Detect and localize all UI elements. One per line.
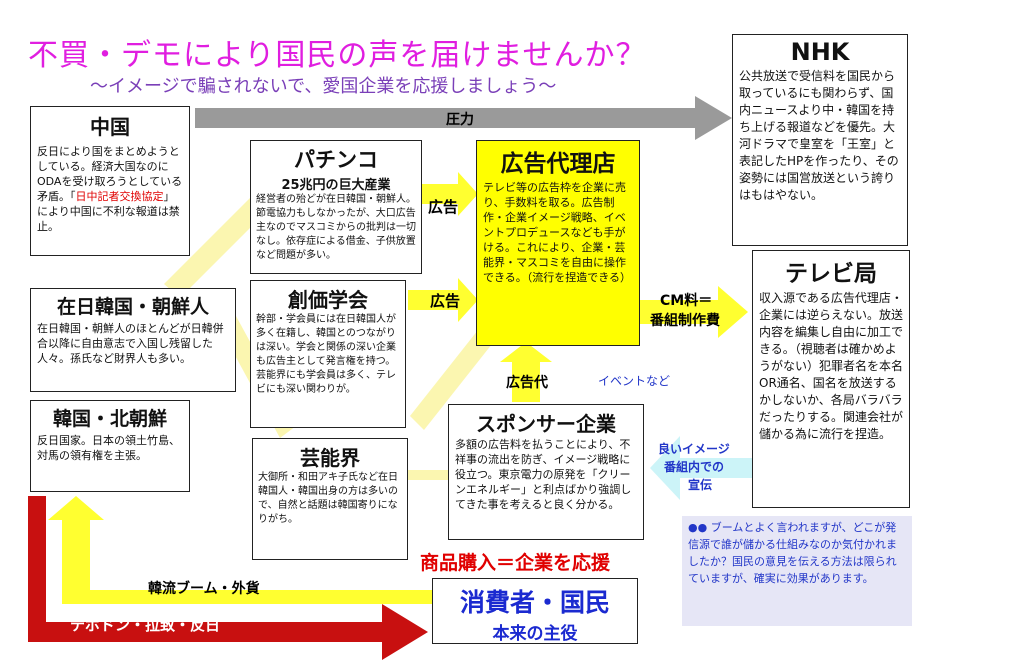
node-title: 創価学会 <box>288 288 368 312</box>
node-body: 多額の広告料を払うことにより、不祥事の流出を防ぎ、イメージ戦略に役立つ。東京電力… <box>455 438 632 511</box>
node-body: 反日国家。日本の領土竹島、対馬の領有権を主張。 <box>37 434 180 462</box>
pressure-arrow <box>195 96 732 140</box>
label-ad-top: 広告 <box>428 198 459 216</box>
label-good-image-2: 番組内での <box>664 460 725 474</box>
node-body: 反日により国をまとめようとしている。経済大国なのにODAを受け取ろうとしている矛… <box>37 144 183 234</box>
ad-arrow-top <box>422 172 478 216</box>
node-body: 公共放送で受信料を国民から取っているにも関わらず、国内ニュースより中・韓国を持ち… <box>739 69 899 202</box>
node-sponsor: スポンサー企業 多額の広告料を払うことにより、不祥事の流出を防ぎ、イメージ戦略に… <box>448 404 644 540</box>
node-title: 広告代理店 <box>500 151 616 177</box>
label-cm-fee-2: 番組制作費 <box>650 313 720 329</box>
node-title: パチンコ <box>294 148 378 172</box>
yellow-band-geinou-sponsor <box>400 470 450 480</box>
china-body-1: 反日により国をまとめようとしている。経済大国なのにODAを受け取ろうとしている矛… <box>37 145 183 203</box>
node-body: 在日韓国・朝鮮人のほとんどが日韓併合以降に自由意志で入国し残留した人々。孫氏など… <box>37 322 224 365</box>
note-bullets: ●● <box>688 521 708 534</box>
label-taepodong: テポドン・拉致・反日 <box>70 616 221 634</box>
label-buy-b: ＝ <box>496 552 516 574</box>
node-title: 在日韓国・朝鮮人 <box>56 296 209 318</box>
label-buy-c: 企業を応援 <box>515 552 611 574</box>
taepodong-arrow <box>28 496 428 660</box>
label-good-image-1: 良いイメージ <box>658 442 730 456</box>
node-body: 大御所・和田アキ子氏など在日韓国人・韓国出身の方は多いので、自然と話題は韓国寄り… <box>258 472 398 525</box>
node-body: 幹部・学会員には在日韓国人が多く在籍し、韓国とのつながりは深い。学会と関係の深い… <box>256 314 396 395</box>
node-consumer: 消費者・国民 本来の主役 <box>432 578 638 644</box>
node-title: 消費者・国民 <box>459 588 610 617</box>
node-body: 収入源である広告代理店・企業には逆らえない。放送内容を編集し自由に加工できる。（… <box>759 291 904 441</box>
node-zainichi: 在日韓国・朝鮮人 在日韓国・朝鮮人のほとんどが日韓併合以降に自由意志で入国し残留… <box>30 288 236 392</box>
node-body: テレビ等の広告枠を企業に売り、手数料を取る。広告制作・企業イメージ戦略、イベント… <box>483 181 632 284</box>
hanryu-arrow <box>48 496 432 604</box>
label-ad-fee: 広告代 <box>506 375 548 391</box>
yellow-band-sponsor-agency <box>410 330 492 430</box>
page-subtitle: ～イメージで騙されないで、愛国企業を応援しましょう～ <box>90 76 557 97</box>
label-ad-middle: 広告 <box>430 292 461 310</box>
ad-fee-arrow <box>500 342 552 402</box>
node-title: テレビ局 <box>785 261 877 287</box>
node-pachinko: パチンコ 25兆円の巨大産業 経営者の殆どが在日韓国・朝鮮人。節電協力もしなかっ… <box>250 140 422 274</box>
good-image-arrow <box>650 436 754 500</box>
node-soka: 創価学会 幹部・学会員には在日韓国人が多く在籍し、韓国とのつながりは深い。学会と… <box>250 280 406 428</box>
node-china: 中国 反日により国をまとめようとしている。経済大国なのにODAを受け取ろうとして… <box>30 106 190 256</box>
node-title: スポンサー企業 <box>476 412 616 436</box>
node-title: NHK <box>790 38 850 66</box>
ad-arrow-middle <box>408 278 478 322</box>
china-body-red: 日中記者交換協定 <box>75 190 164 203</box>
cm-fee-arrow <box>640 286 748 338</box>
label-buy-support: 商品購入＝企業を応援 <box>420 548 610 575</box>
label-cm-fee-1: CM料＝ <box>660 293 713 309</box>
node-body: 経営者の殆どが在日韓国・朝鮮人。節電協力もしなかったが、大口広告主なのでマスコミ… <box>256 194 416 261</box>
node-title: 韓国・北朝鮮 <box>52 408 167 430</box>
label-good-image-3: 宣伝 <box>688 478 713 492</box>
yellow-band-pachinko-zainichi <box>164 198 266 298</box>
node-tv-station: テレビ局 収入源である広告代理店・企業には逆らえない。放送内容を編集し自由に加工… <box>752 250 910 508</box>
node-ad-agency: 広告代理店 テレビ等の広告枠を企業に売り、手数料を取る。広告制作・企業イメージ戦… <box>476 140 640 346</box>
node-subtitle: 25兆円の巨大産業 <box>281 178 391 193</box>
label-event: イベントなど <box>598 374 671 388</box>
label-hanryu: 韓流ブーム・外貨 <box>148 581 260 597</box>
china-body-2: 」により中国に不利な報道は禁止。 <box>37 190 180 233</box>
page-title: 不買・デモにより国民の声を届けませんか？ <box>28 38 647 73</box>
label-pressure: 圧力 <box>446 112 474 128</box>
note-body: ブームとよく言われますが、どこが発信源で誰が儲かる仕組みなのか気付かれましたか？… <box>688 521 897 585</box>
node-title: 芸能界 <box>300 446 360 470</box>
node-subtitle: 本来の主役 <box>492 624 578 644</box>
node-korea: 韓国・北朝鮮 反日国家。日本の領土竹島、対馬の領有権を主張。 <box>30 400 190 492</box>
note-text: ●● ブームとよく言われますが、どこが発信源で誰が儲かる仕組みなのか気付かれまし… <box>688 519 906 587</box>
note-box: ●● ブームとよく言われますが、どこが発信源で誰が儲かる仕組みなのか気付かれまし… <box>682 516 912 626</box>
node-entertainment: 芸能界 大御所・和田アキ子氏など在日韓国人・韓国出身の方は多いので、自然と話題は… <box>252 438 408 560</box>
node-nhk: NHK 公共放送で受信料を国民から取っているにも関わらず、国内ニュースより中・韓… <box>732 34 908 246</box>
node-title: 中国 <box>90 115 130 139</box>
label-buy-a: 商品購入 <box>420 552 497 574</box>
